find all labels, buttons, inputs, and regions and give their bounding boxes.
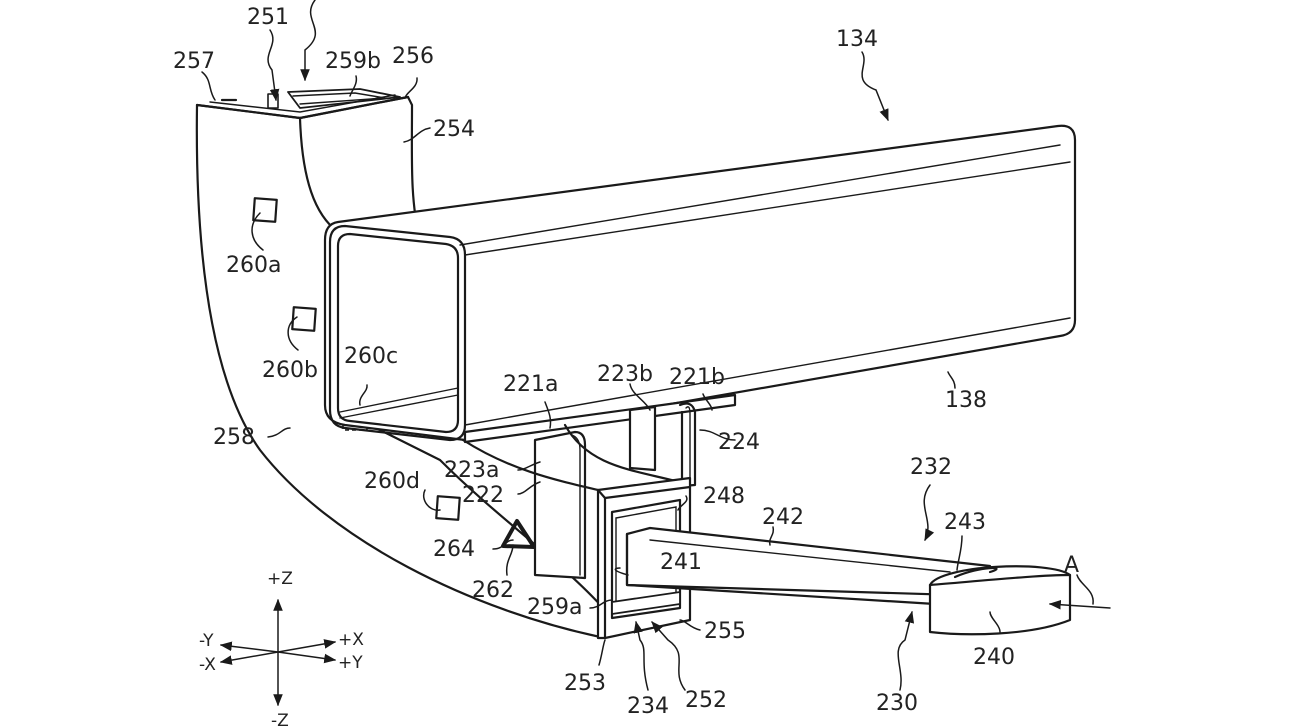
axis-label-nx: -X — [199, 655, 216, 675]
label-221b: 221b — [669, 365, 725, 390]
label-241: 241 — [660, 550, 702, 575]
label-258: 258 — [213, 425, 255, 450]
axis-ny-arrow — [219, 641, 279, 653]
label-230: 230 — [876, 691, 918, 716]
sensor-260a — [252, 197, 278, 223]
axis-nx-arrow — [219, 651, 279, 665]
axis-px-arrow — [277, 639, 337, 653]
label-255: 255 — [704, 619, 746, 644]
label-224: 224 — [718, 430, 760, 455]
reference-labels: 251 257 259b 256 254 134 260a 260b 260c … — [173, 5, 1079, 719]
label-134: 134 — [836, 27, 878, 52]
label-259a: 259a — [527, 595, 582, 620]
label-222: 222 — [462, 483, 504, 508]
triangle-marker-264 — [501, 519, 536, 549]
label-240: 240 — [973, 645, 1015, 670]
label-260c: 260c — [344, 344, 398, 369]
label-253: 253 — [564, 671, 606, 696]
coordinate-axes: +Z -Z +X +Y -Y -X — [199, 569, 364, 726]
label-260b: 260b — [262, 358, 318, 383]
label-256: 256 — [392, 44, 434, 69]
label-262: 262 — [472, 578, 514, 603]
label-251: 251 — [247, 5, 289, 30]
axis-label-px: +X — [338, 630, 364, 650]
sensor-260b — [291, 306, 317, 332]
label-264: 264 — [433, 537, 475, 562]
axis-label-ny: -Y — [199, 631, 214, 651]
sensor-260d — [435, 495, 461, 521]
axis-label-py: +Y — [338, 653, 363, 673]
label-234: 234 — [627, 694, 669, 719]
axis-label-pz: +Z — [267, 569, 293, 589]
label-254: 254 — [433, 117, 475, 142]
label-242: 242 — [762, 505, 804, 530]
label-223a: 223a — [444, 458, 499, 483]
label-A: A — [1064, 553, 1079, 578]
leader-lines — [201, 0, 1111, 691]
label-252: 252 — [685, 688, 727, 713]
label-232: 232 — [910, 455, 952, 480]
label-138: 138 — [945, 388, 987, 413]
label-243: 243 — [944, 510, 986, 535]
axis-py-arrow — [277, 651, 337, 664]
label-257: 257 — [173, 49, 215, 74]
mounting-brackets — [461, 393, 737, 580]
label-223b: 223b — [597, 362, 653, 387]
axis-label-nz: -Z — [271, 711, 289, 726]
label-260a: 260a — [226, 253, 281, 278]
label-221a: 221a — [503, 372, 558, 397]
label-248: 248 — [703, 484, 745, 509]
label-260d: 260d — [364, 469, 420, 494]
arm-assembly — [625, 526, 1072, 636]
label-259b: 259b — [325, 49, 381, 74]
rectangular-beam — [323, 124, 1077, 442]
